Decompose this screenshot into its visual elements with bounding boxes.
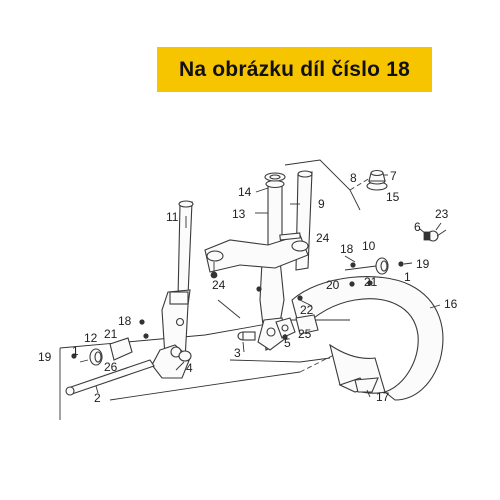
right-reflector [344, 257, 389, 275]
left-fork-leg [151, 289, 191, 379]
part-number-banner: Na obrázku díl číslo 18 [157, 47, 432, 92]
callout-labels: 11 14 13 9 8 7 15 24 24 23 6 18 10 19 1 … [38, 169, 458, 405]
callout-26: 26 [104, 360, 118, 374]
callout-9: 9 [318, 197, 325, 211]
callout-4: 4 [186, 361, 193, 375]
callout-18b: 18 [118, 314, 132, 328]
callout-12: 12 [84, 331, 98, 345]
callout-13: 13 [232, 207, 246, 221]
bearing-ring [264, 172, 286, 182]
callout-3: 3 [234, 346, 241, 360]
callout-6: 6 [414, 220, 421, 234]
callout-16: 16 [444, 297, 458, 311]
hub-spacer [178, 350, 192, 362]
callout-19b: 19 [38, 350, 52, 364]
callout-23: 23 [435, 207, 449, 221]
brake-clamp [275, 317, 296, 339]
callout-1b: 1 [72, 344, 79, 358]
callout-11: 11 [166, 210, 179, 224]
callout-22: 22 [300, 303, 314, 317]
callout-15: 15 [386, 190, 400, 204]
callout-17: 17 [376, 390, 390, 404]
assembly-outline [59, 159, 371, 420]
callout-1: 1 [404, 270, 411, 284]
callout-10: 10 [362, 239, 376, 253]
front-axle [65, 359, 155, 396]
bracket-25 [295, 314, 319, 335]
callout-24: 24 [316, 231, 330, 245]
lower-triple-clamp [204, 234, 309, 273]
top-nut-stack [366, 169, 388, 191]
callout-21b: 21 [104, 327, 118, 341]
axle-spacer [237, 331, 256, 341]
bolt-24-left [210, 262, 218, 279]
cable-clip [423, 229, 447, 242]
callout-25: 25 [298, 327, 312, 341]
callout-24b: 24 [212, 278, 226, 292]
callout-20: 20 [326, 278, 340, 292]
callout-2: 2 [94, 391, 101, 405]
fender-bracket [354, 377, 379, 393]
callout-7: 7 [390, 169, 397, 183]
banner-text: Na obrázku díl číslo 18 [178, 57, 410, 81]
callout-8: 8 [350, 171, 357, 185]
reflector-bracket [109, 337, 133, 361]
left-fork-tube [177, 200, 194, 299]
callout-18: 18 [340, 242, 354, 256]
callout-5: 5 [284, 336, 291, 350]
pin-24 [279, 232, 301, 241]
callout-14: 14 [238, 185, 252, 199]
callout-19: 19 [416, 257, 430, 271]
callout-21: 21 [364, 275, 378, 289]
left-reflector [89, 348, 103, 366]
leader-lines [79, 174, 442, 398]
steering-stem [265, 179, 285, 251]
